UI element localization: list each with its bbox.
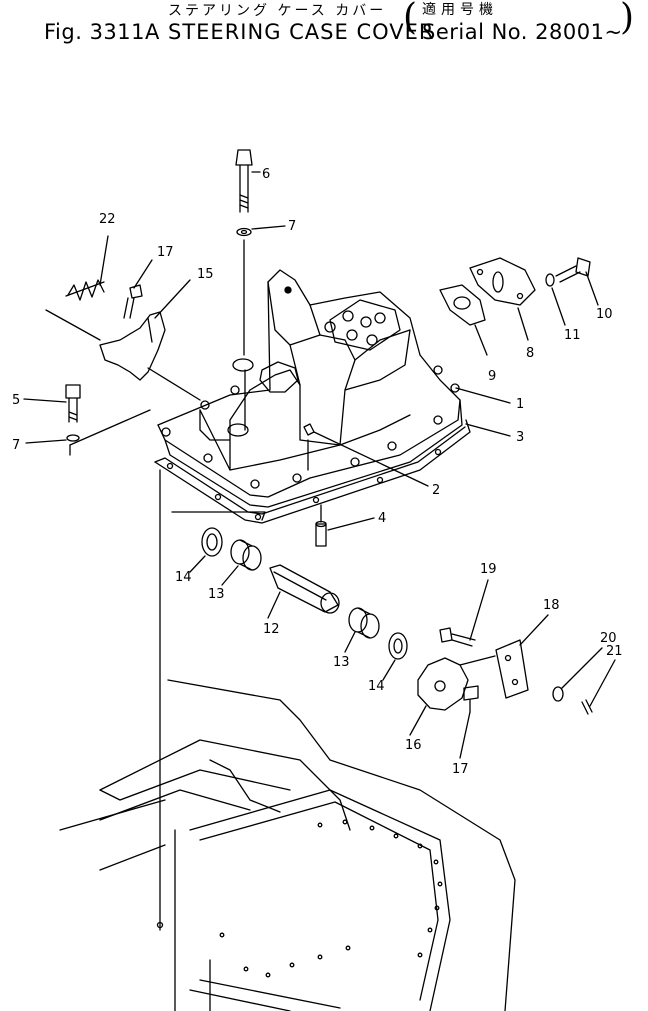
transmission-case-drawing	[59, 679, 516, 1011]
shaft-12-drawing	[267, 564, 340, 619]
callout-4: 4	[378, 511, 386, 526]
callout-15: 15	[197, 267, 214, 282]
plate-8-drawing	[469, 257, 536, 341]
bolt-19-drawing	[439, 579, 489, 647]
callout-11: 11	[564, 328, 581, 343]
lever-16-drawing	[409, 655, 496, 736]
callout-16: 16	[405, 738, 422, 753]
bolt-17-lower-drawing	[459, 685, 479, 759]
bearing-13-upper-drawing	[221, 539, 262, 586]
steering-case-cover-drawing	[157, 269, 463, 508]
bolt-6-drawing	[235, 149, 286, 356]
open-paren-glyph: (	[403, 0, 418, 38]
close-paren-glyph: )	[620, 0, 635, 38]
plate-18-drawing	[495, 614, 549, 699]
gasket-9-drawing	[439, 284, 488, 356]
pin-2-drawing	[303, 423, 429, 487]
bolt-5-drawing	[23, 384, 81, 444]
pin-21-drawing	[581, 659, 616, 715]
callout-19: 19	[480, 562, 497, 577]
callout-18: 18	[543, 598, 560, 613]
callout-7-lower: 7	[12, 438, 20, 453]
bolt-10-drawing	[555, 257, 599, 306]
callout-7-upper: 7	[288, 219, 296, 234]
callout-20: 20	[600, 631, 617, 646]
callout-13-lower: 13	[333, 655, 350, 670]
callout-labels: 1 2 3 4 5 6 7 7 8 9 10 11 12 13 13 14 14…	[12, 167, 623, 777]
callout-21: 21	[606, 644, 623, 659]
callout-2: 2	[432, 483, 440, 498]
callout-3: 3	[516, 430, 524, 445]
callout-13-upper: 13	[208, 587, 225, 602]
callout-1: 1	[516, 397, 524, 412]
callout-9: 9	[488, 369, 496, 384]
callout-14-upper: 14	[175, 570, 192, 585]
seal-14-upper-drawing	[189, 527, 223, 573]
callout-14-lower: 14	[368, 679, 385, 694]
callout-22: 22	[99, 212, 116, 227]
serial-label-japanese: 適用号機	[422, 2, 498, 18]
callout-17-lower: 17	[452, 762, 469, 777]
washer-20-drawing	[552, 647, 603, 702]
bearing-13-lower-drawing	[344, 607, 380, 653]
callout-6: 6	[262, 167, 270, 182]
title-japanese: ステアリング ケース カバー	[168, 3, 387, 19]
callout-5: 5	[12, 393, 20, 408]
seal-14-lower-drawing	[382, 632, 408, 681]
dowel-pin-4-drawing	[315, 504, 375, 547]
callout-10: 10	[596, 307, 613, 322]
washer-11-drawing	[545, 273, 566, 326]
callout-12: 12	[263, 622, 280, 637]
gasket-drawing	[154, 419, 471, 524]
callout-8: 8	[526, 346, 534, 361]
serial-range: Serial No. 28001~	[422, 20, 623, 44]
figure-number: Fig. 3311A	[44, 20, 160, 44]
lever-15-assembly-drawing	[45, 235, 201, 401]
title-english: STEERING CASE COVER	[168, 20, 435, 44]
callout-17-upper: 17	[157, 245, 174, 260]
